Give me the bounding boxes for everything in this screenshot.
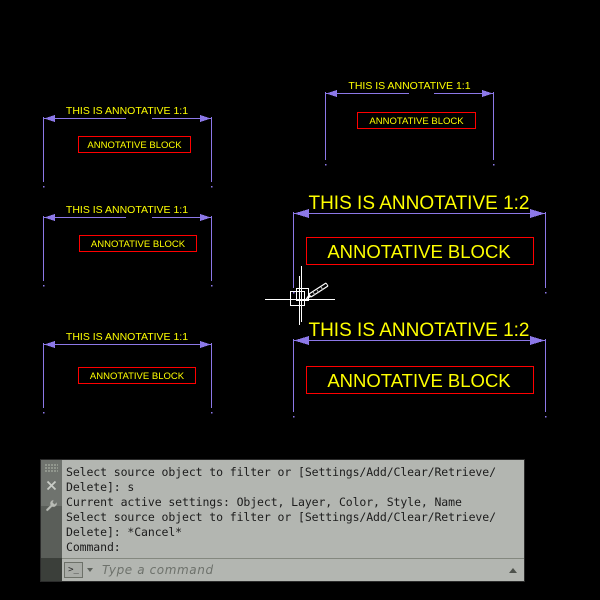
dimension-arrow-left: [44, 214, 55, 221]
annotative-block-frame[interactable]: [78, 367, 196, 384]
filter-pencil-icon: [305, 282, 329, 300]
dimension-arrow-left: [294, 209, 309, 218]
annotative-block-label: ANNOTATIVE BLOCK: [369, 116, 464, 127]
annotation-group-middle-left[interactable]: THIS IS ANNOTATIVE 1:1 ANNOTATIVE BLOCK: [43, 204, 213, 287]
command-history-line: Command:: [66, 540, 121, 555]
annotative-block-frame[interactable]: [305, 236, 535, 266]
annotative-block-label: ANNOTATIVE BLOCK: [90, 371, 185, 382]
annotative-block-frame[interactable]: [305, 365, 535, 395]
annotative-block-frame[interactable]: [78, 136, 191, 153]
extension-line-right-tick: [211, 412, 213, 414]
pickbox-primary: [290, 291, 305, 306]
annotative-block-frame[interactable]: [357, 112, 476, 129]
command-input[interactable]: [102, 563, 509, 577]
annotation-group-bottom-right[interactable]: THIS IS ANNOTATIVE 1:2 ANNOTATIVE BLOCK: [293, 320, 547, 418]
extension-line-right-tick: [211, 285, 213, 287]
command-history-line: Delete]: *Cancel*: [66, 525, 183, 540]
annotative-block-label: ANNOTATIVE BLOCK: [327, 370, 511, 391]
command-history-line: Select source object to filter or [Setti…: [66, 510, 496, 525]
annotative-block-frame[interactable]: [79, 235, 197, 252]
annotative-block-label: ANNOTATIVE BLOCK: [91, 239, 186, 250]
dimension-arrow-right: [482, 90, 493, 97]
annotation-group-top-left[interactable]: THIS IS ANNOTATIVE 1:1 ANNOTATIVE BLOCK: [43, 105, 213, 188]
wrench-icon: [46, 499, 58, 512]
drag-grip-icon[interactable]: [45, 464, 58, 473]
command-input-row[interactable]: >_: [41, 558, 524, 581]
annotation-scale-label: THIS IS ANNOTATIVE 1:2: [308, 193, 529, 214]
annotation-scale-label: THIS IS ANNOTATIVE 1:1: [348, 80, 470, 92]
command-history-line: Delete]: s: [66, 480, 135, 495]
input-gutter-fill: [41, 558, 62, 581]
command-history-line: Current active settings: Object, Layer, …: [66, 495, 462, 510]
annotative-block-label: ANNOTATIVE BLOCK: [87, 140, 182, 151]
chevron-up-icon[interactable]: [509, 567, 517, 573]
extension-line-right-tick: [545, 416, 547, 418]
annotation-group-top-right[interactable]: THIS IS ANNOTATIVE 1:1 ANNOTATIVE BLOCK: [325, 80, 495, 166]
close-button[interactable]: [42, 476, 61, 495]
command-window-gutter[interactable]: [41, 460, 62, 558]
prompt-glyph-icon: >_: [68, 564, 79, 575]
annotation-scale-label: THIS IS ANNOTATIVE 1:1: [66, 204, 188, 216]
command-history-line: Select source object to filter or [Setti…: [66, 465, 496, 479]
extension-line-left-tick: [43, 412, 45, 414]
annotation-group-bottom-left[interactable]: THIS IS ANNOTATIVE 1:1 ANNOTATIVE BLOCK: [43, 331, 213, 414]
dimension-arrow-right: [530, 209, 545, 218]
dimension-arrow-left: [294, 336, 309, 345]
extension-line-right-tick: [211, 186, 213, 188]
command-window[interactable]: Select source object to filter or [Setti…: [40, 459, 525, 582]
annotation-scale-label: THIS IS ANNOTATIVE 1:1: [66, 105, 188, 117]
dimension-arrow-left: [44, 115, 55, 122]
dimension-arrow-right: [200, 115, 211, 122]
dimension-arrow-right: [200, 214, 211, 221]
close-icon: [46, 480, 57, 491]
chevron-down-icon[interactable]: [87, 568, 93, 572]
annotation-scale-label: THIS IS ANNOTATIVE 1:2: [308, 320, 529, 341]
extension-line-right-tick: [493, 164, 495, 166]
annotation-group-middle-right[interactable]: THIS IS ANNOTATIVE 1:2 ANNOTATIVE BLOCK: [293, 193, 547, 294]
extension-line-left-tick: [325, 164, 327, 166]
customize-button[interactable]: [42, 496, 61, 515]
dimension-arrow-right: [200, 341, 211, 348]
extension-line-right-tick: [545, 292, 547, 294]
annotative-block-label: ANNOTATIVE BLOCK: [327, 241, 511, 262]
command-history[interactable]: Select source object to filter or [Setti…: [62, 460, 524, 558]
command-window-body: Select source object to filter or [Setti…: [41, 460, 524, 558]
extension-line-left-tick: [293, 416, 295, 418]
dimension-arrow-left: [44, 341, 55, 348]
crosshair-cursor: [265, 276, 335, 325]
annotation-scale-label: THIS IS ANNOTATIVE 1:1: [66, 331, 188, 343]
extension-line-left-tick: [43, 285, 45, 287]
command-prompt-button[interactable]: >_: [64, 562, 83, 578]
dimension-arrow-left: [326, 90, 337, 97]
pickbox-secondary: [296, 288, 309, 301]
extension-line-left-tick: [43, 186, 45, 188]
dimension-arrow-right: [530, 336, 545, 345]
extension-line-left-tick: [293, 292, 295, 294]
